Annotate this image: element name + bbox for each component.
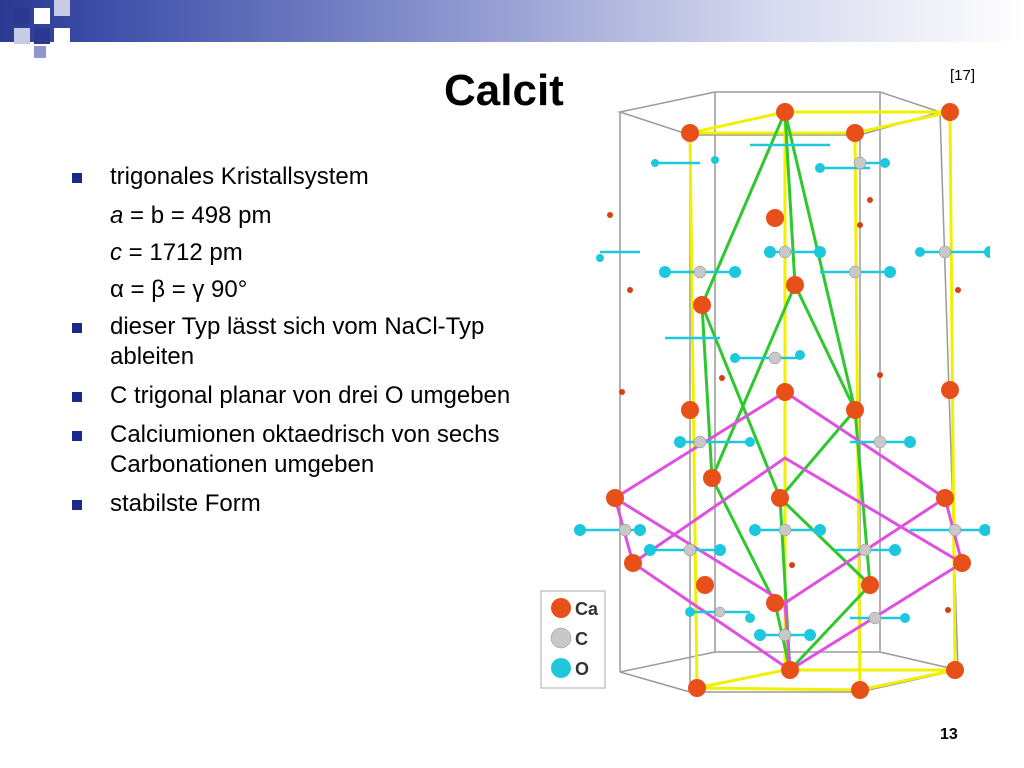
bullet-item: stabilste Form <box>72 489 522 519</box>
small-calcium-atoms <box>607 197 961 613</box>
unit-cell-yellow-frame <box>688 110 957 692</box>
bullet-text: Calciumionen oktaedrisch von sechs Carbo… <box>110 421 500 478</box>
bullet-item: dieser Typ lässt sich vom NaCl-Typ ablei… <box>72 312 522 372</box>
param-line-c: c = 1712 pm <box>72 238 522 268</box>
param-c-var: c <box>110 239 122 266</box>
slide-title: Calcit <box>444 66 564 115</box>
atom-legend: Ca C O <box>540 590 606 689</box>
legend-o-label: O <box>575 659 589 679</box>
decor-square <box>34 28 50 44</box>
bullet-marker <box>72 500 82 510</box>
decor-square <box>54 28 70 44</box>
bullet-marker <box>72 173 82 183</box>
param-c-value: = 1712 pm <box>122 239 243 266</box>
legend-o-swatch <box>551 658 571 678</box>
bullet-list: trigonales Kristallsystem a = b = 498 pm… <box>72 162 522 528</box>
bullet-text: stabilste Form <box>110 490 261 517</box>
decor-square <box>14 8 30 24</box>
bullet-marker <box>72 392 82 402</box>
bullet-item: Calciumionen oktaedrisch von sechs Carbo… <box>72 420 522 480</box>
legend-c-swatch <box>550 627 572 649</box>
page-number: 13 <box>940 726 958 743</box>
bullet-text: dieser Typ lässt sich vom NaCl-Typ ablei… <box>110 313 485 370</box>
decor-square <box>34 8 50 24</box>
param-line-angles: α = β = γ 90° <box>110 276 248 303</box>
bullet-marker <box>72 431 82 441</box>
carbon-atoms <box>618 156 962 642</box>
legend-ca-swatch <box>551 598 571 618</box>
bullet-text: trigonales Kristallsystem <box>110 163 369 190</box>
param-a-var: a <box>110 202 124 229</box>
calcium-atoms <box>606 103 971 699</box>
decor-square <box>14 28 30 44</box>
bullet-marker <box>72 323 82 333</box>
reference-marker: [17] <box>950 67 976 84</box>
param-line-a: a = b = 498 pm <box>72 201 522 231</box>
legend-ca-label: Ca <box>575 599 599 619</box>
bullet-item: C trigonal planar von drei O umgeben <box>72 381 522 411</box>
decor-square <box>54 0 70 16</box>
legend-c-label: C <box>575 629 588 649</box>
decor-square <box>34 46 46 58</box>
calcite-crystal-structure-image: Ca C O <box>540 91 990 699</box>
bullet-text: C trigonal planar von drei O umgeben <box>110 382 511 409</box>
oxygen-atoms <box>574 156 990 641</box>
header-gradient-band <box>0 0 1024 42</box>
param-a-value: = b = 498 pm <box>123 202 272 229</box>
bullet-item: trigonales Kristallsystem <box>72 162 522 192</box>
